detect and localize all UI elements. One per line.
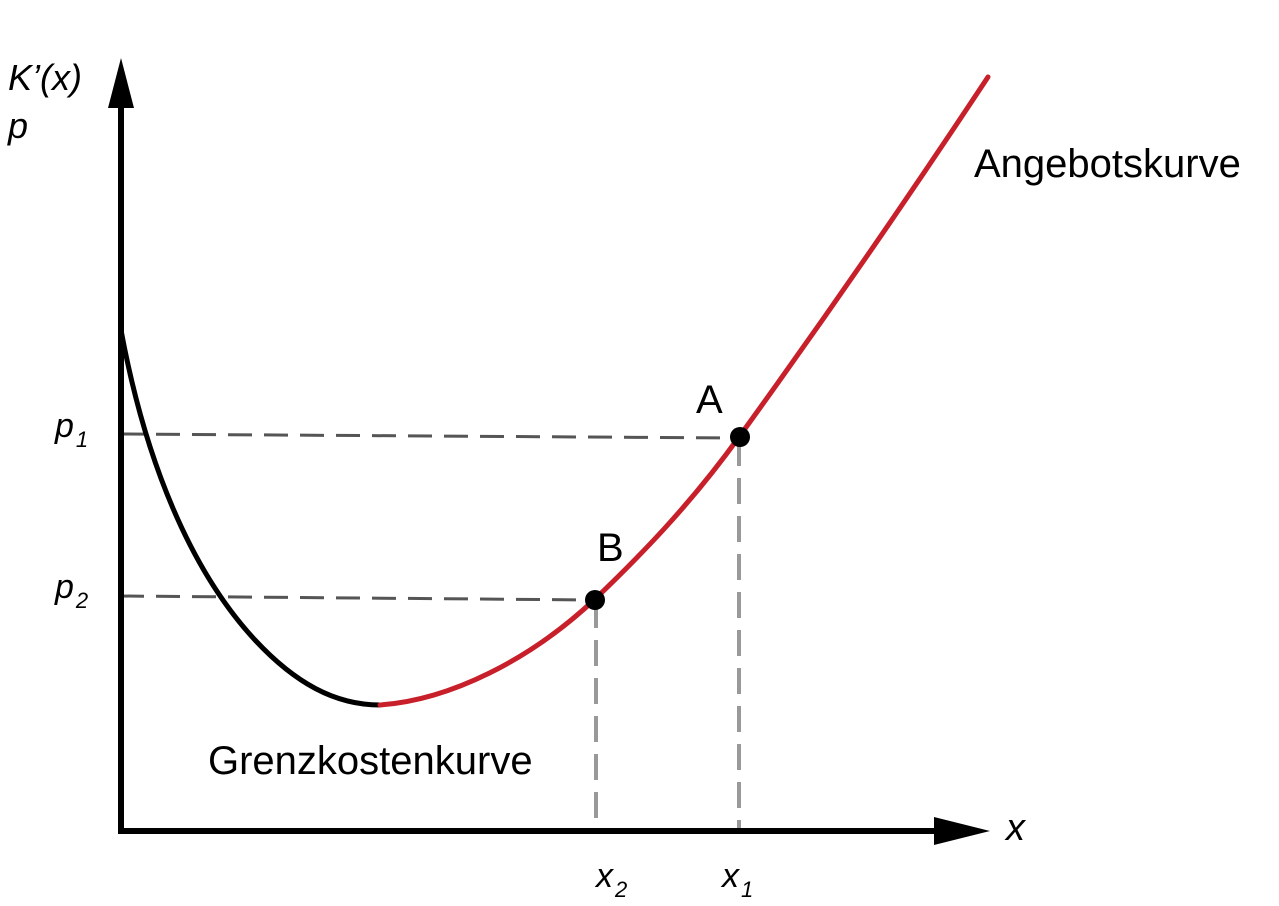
y-axis-label-line1: K’(x) [8, 57, 82, 98]
tick-label-x2: x2 [594, 857, 627, 902]
tick-label-x1-sub: 1 [741, 877, 753, 902]
point-a [730, 427, 750, 447]
guide-line-p1 [119, 432, 741, 440]
tick-label-p2-base: p [54, 568, 74, 606]
supply-curve-label: Angebotskurve [974, 142, 1241, 186]
y-axis-arrow-icon [108, 58, 134, 108]
tick-label-p1: p1 [54, 407, 88, 452]
tick-label-x1-base: x [720, 857, 740, 895]
tick-label-p2: p2 [54, 568, 88, 613]
tick-label-p2-sub: 2 [75, 588, 88, 613]
supply-curve [377, 74, 991, 708]
point-b [585, 590, 605, 610]
marginal-cost-curve [118, 327, 383, 708]
x-axis-arrow-icon [934, 817, 990, 845]
point-label-b: B [597, 526, 624, 570]
tick-label-x2-base: x [594, 857, 614, 895]
tick-label-p1-sub: 1 [76, 427, 88, 452]
y-axis-label-line2: p [7, 105, 28, 146]
tick-label-x1: x1 [720, 857, 753, 902]
marginal-cost-curve-label: Grenzkostenkurve [208, 739, 533, 783]
x-axis-label: x [1004, 807, 1027, 849]
guide-line-p2 [119, 594, 595, 602]
tick-label-x2-sub: 2 [614, 877, 627, 902]
point-label-a: A [696, 378, 723, 422]
tick-label-p1-base: p [54, 407, 74, 445]
